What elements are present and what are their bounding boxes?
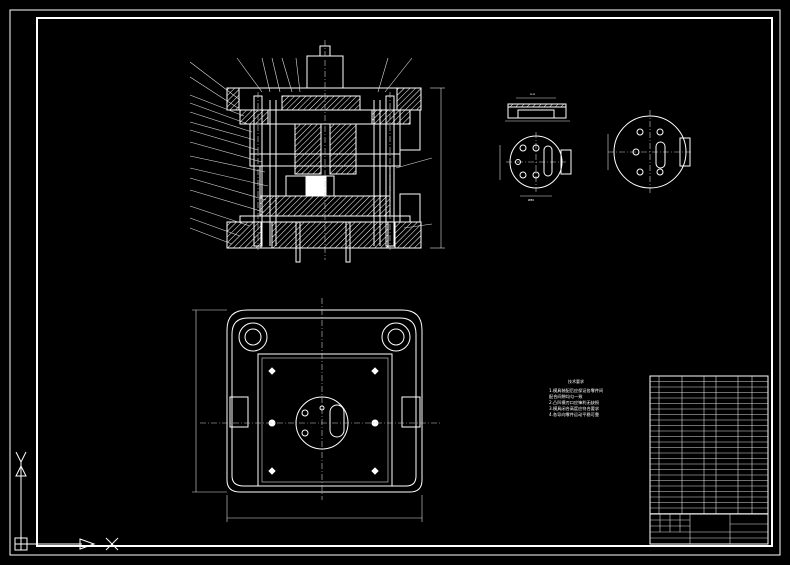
note-line-3: 2.凸凹模刃口应锋利无缺损	[549, 399, 600, 406]
part-detail-plan-view-left: Ø80	[499, 132, 572, 202]
ucs-origin-icon	[14, 537, 28, 551]
drawing-frame	[9, 9, 781, 556]
part-detail-plan-view-right	[607, 110, 692, 194]
crosshair-icon	[105, 537, 119, 551]
x-axis-arrow-icon	[27, 538, 96, 550]
dimension-label: Ø80	[528, 197, 534, 202]
section-label-a: A-A	[530, 92, 536, 96]
parts-list-table	[649, 375, 769, 515]
ucs-icon	[14, 451, 96, 551]
note-line-1: 1.模具装配后应保证各零件间	[549, 387, 603, 394]
top-view	[192, 298, 440, 522]
note-line-2: 配合间隙均匀一致	[549, 393, 583, 400]
note-line-4: 3.模具闭合高度应符合要求	[549, 405, 600, 412]
notes-title: 技术要求	[568, 378, 584, 384]
note-line-5: 4.各导向零件运动平稳可靠	[549, 411, 599, 418]
part-detail-side-view: A-A	[505, 92, 570, 122]
front-section-view	[189, 40, 445, 263]
technical-notes: 技术要求 1.模具装配后应保证各零件间 配合间隙均匀一致 2.凸凹模刃口应锋利无…	[549, 378, 603, 418]
title-block	[649, 513, 769, 545]
y-axis-arrow-icon	[15, 451, 27, 538]
